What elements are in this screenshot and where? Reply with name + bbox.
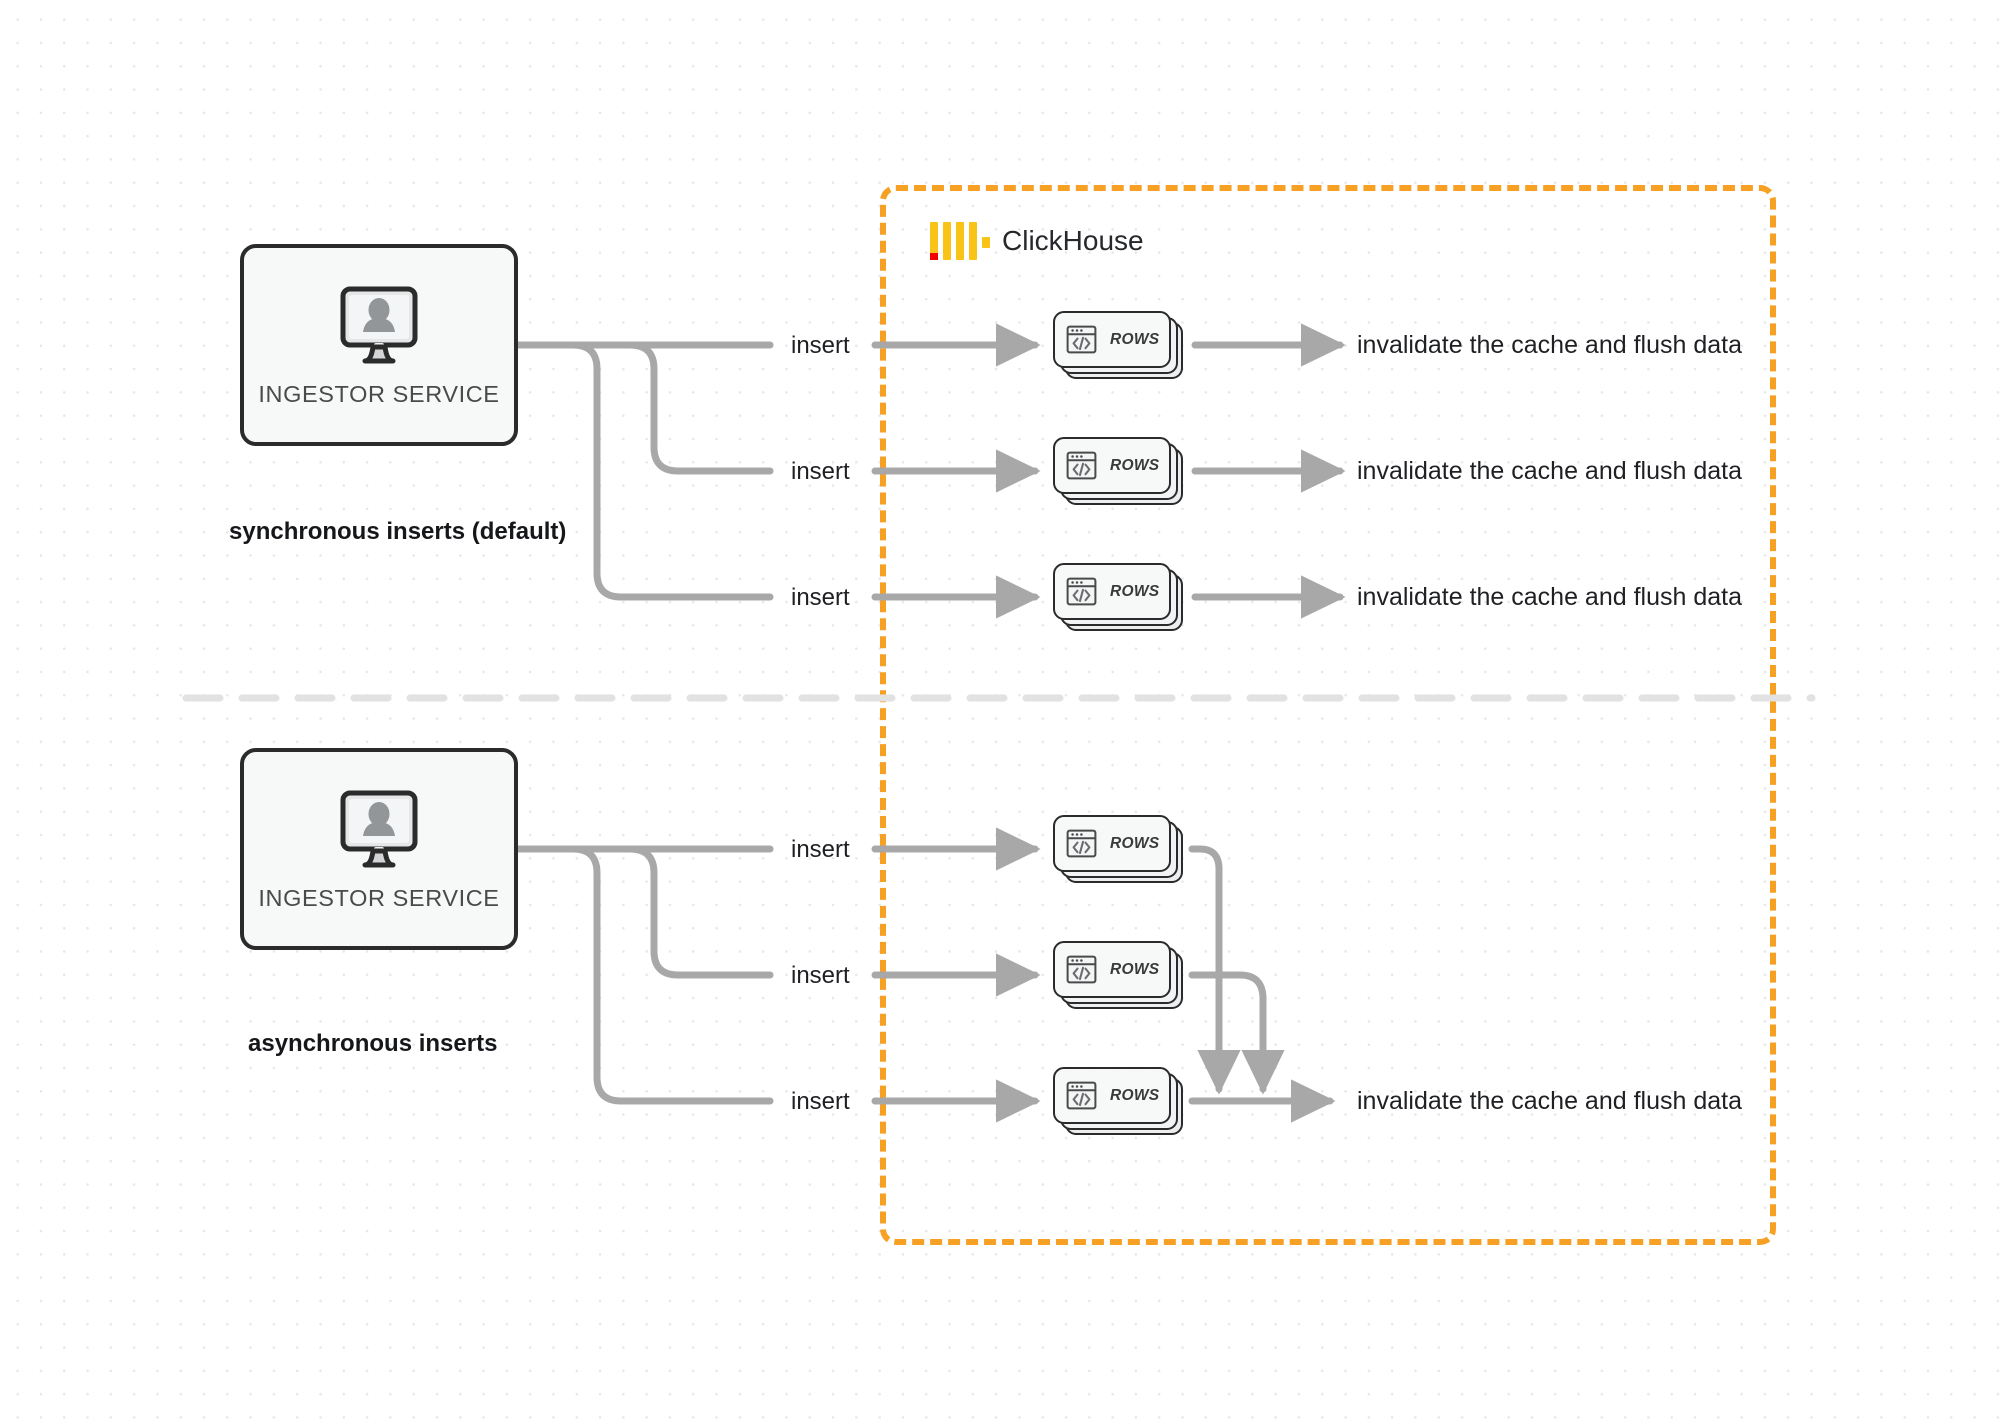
edge-label-insert-async-3: insert bbox=[791, 1088, 850, 1115]
rows-card-label: ROWS bbox=[1110, 456, 1160, 474]
rows-card-face: ROWS bbox=[1053, 437, 1171, 494]
code-window-icon bbox=[1066, 955, 1097, 984]
rows-card-face: ROWS bbox=[1053, 1067, 1171, 1124]
edge-label-insert-async-2: insert bbox=[791, 962, 850, 989]
rows-card-label: ROWS bbox=[1110, 1086, 1160, 1104]
result-label-async-merged: invalidate the cache and flush data bbox=[1357, 1087, 1742, 1115]
rows-card-face: ROWS bbox=[1053, 311, 1171, 368]
ingestor-service-sync[interactable]: INGESTOR SERVICE bbox=[240, 244, 518, 446]
result-label-sync-3: invalidate the cache and flush data bbox=[1357, 583, 1742, 611]
monitor-user-icon bbox=[340, 286, 418, 363]
result-label-sync-2: invalidate the cache and flush data bbox=[1357, 457, 1742, 485]
rows-card-sync-1[interactable]: ROWS bbox=[1053, 311, 1183, 379]
rows-card-async-1[interactable]: ROWS bbox=[1053, 815, 1183, 883]
section-title-synchronous: synchronous inserts (default) bbox=[229, 518, 567, 545]
ingestor-service-label: INGESTOR SERVICE bbox=[258, 380, 500, 407]
code-window-icon bbox=[1066, 577, 1097, 606]
ingestor-service-label: INGESTOR SERVICE bbox=[258, 884, 500, 911]
clickhouse-brand: ClickHouse bbox=[930, 222, 1144, 260]
rows-card-sync-2[interactable]: ROWS bbox=[1053, 437, 1183, 505]
edge-label-insert-async-1: insert bbox=[791, 836, 850, 863]
rows-card-async-2[interactable]: ROWS bbox=[1053, 941, 1183, 1009]
rows-card-async-3[interactable]: ROWS bbox=[1053, 1067, 1183, 1135]
rows-card-face: ROWS bbox=[1053, 563, 1171, 620]
edge-label-insert-sync-1: insert bbox=[791, 332, 850, 359]
clickhouse-brand-name: ClickHouse bbox=[1002, 225, 1144, 256]
async-fanout bbox=[515, 845, 774, 1105]
edge-label-insert-sync-3: insert bbox=[791, 584, 850, 611]
code-window-icon bbox=[1066, 451, 1097, 480]
clickhouse-logo-icon bbox=[930, 222, 990, 260]
code-window-icon bbox=[1066, 829, 1097, 858]
rows-card-sync-3[interactable]: ROWS bbox=[1053, 563, 1183, 631]
edge-label-insert-sync-2: insert bbox=[791, 458, 850, 485]
clickhouse-boundary bbox=[880, 185, 1776, 1245]
section-title-asynchronous: asynchronous inserts bbox=[248, 1030, 498, 1057]
rows-card-label: ROWS bbox=[1110, 330, 1160, 348]
ingestor-service-async[interactable]: INGESTOR SERVICE bbox=[240, 748, 518, 950]
monitor-user-icon bbox=[340, 790, 418, 867]
rows-card-face: ROWS bbox=[1053, 941, 1171, 998]
rows-card-label: ROWS bbox=[1110, 834, 1160, 852]
code-window-icon bbox=[1066, 325, 1097, 354]
result-label-sync-1: invalidate the cache and flush data bbox=[1357, 331, 1742, 359]
code-window-icon bbox=[1066, 1081, 1097, 1110]
rows-card-face: ROWS bbox=[1053, 815, 1171, 872]
rows-card-label: ROWS bbox=[1110, 582, 1160, 600]
sync-fanout bbox=[515, 341, 774, 601]
rows-card-label: ROWS bbox=[1110, 960, 1160, 978]
